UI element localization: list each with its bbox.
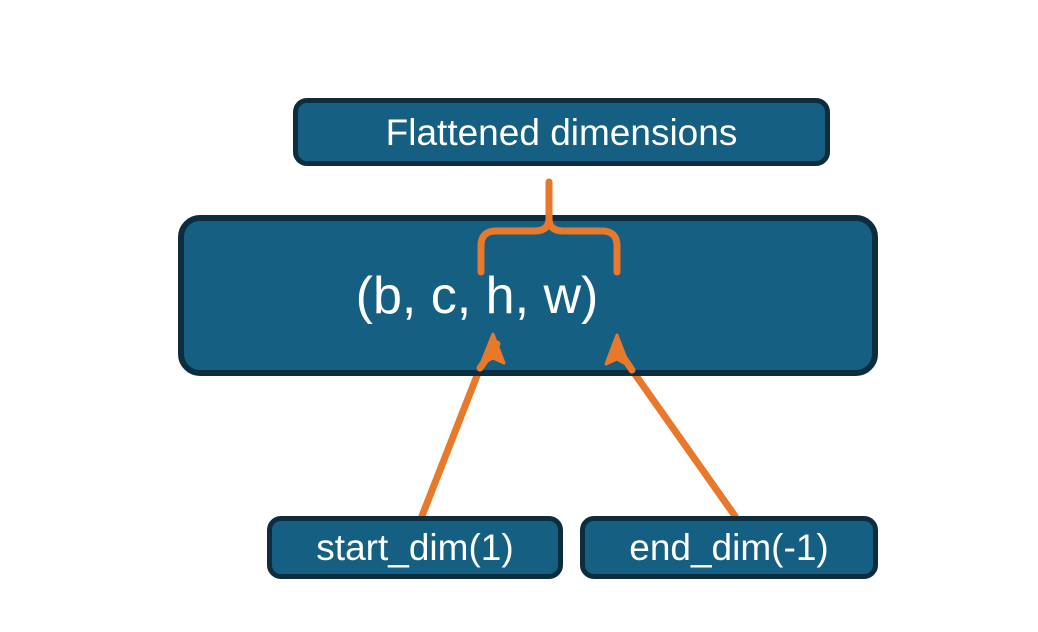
start-dim-box[interactable]: start_dim(1) (267, 516, 563, 579)
tensor-shape-box[interactable]: (b, c, h, w) (178, 215, 878, 376)
start-dim-label: start_dim(1) (316, 527, 514, 568)
start-dim-arrow-shaft-lower (418, 364, 484, 520)
flattened-dimensions-label: Flattened dimensions (385, 111, 738, 153)
flattened-dimensions-box[interactable]: Flattened dimensions (293, 98, 830, 166)
end-dim-arrow-shaft-lower (628, 366, 739, 520)
end-dim-box[interactable]: end_dim(-1) (580, 516, 878, 579)
end-dim-label: end_dim(-1) (629, 527, 829, 568)
tensor-shape-label: (b, c, h, w) (355, 266, 599, 325)
